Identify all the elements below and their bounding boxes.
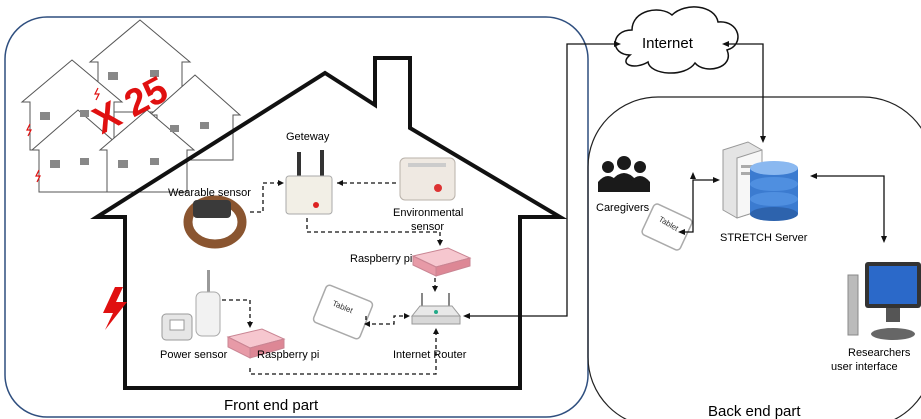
main-house-outline bbox=[90, 56, 568, 390]
power-sensor-label: Power sensor bbox=[160, 349, 228, 361]
environmental-sensor-icon bbox=[399, 157, 456, 201]
router-label: Internet Router bbox=[393, 349, 467, 361]
home-dashed-connectors bbox=[222, 182, 441, 375]
caregiver-tablet-icon bbox=[641, 203, 693, 251]
back-end-title: Back end part bbox=[708, 403, 801, 419]
gateway-icon bbox=[285, 150, 333, 215]
network-solid-connectors bbox=[466, 43, 885, 317]
home-tablet-icon bbox=[312, 284, 374, 340]
router-icon bbox=[410, 293, 462, 325]
raspberry-pi-top-label: Raspberry pi bbox=[350, 253, 412, 265]
caregivers-icon bbox=[598, 156, 650, 192]
researchers-label-1: Researchers bbox=[848, 347, 911, 359]
power-sensor-icon bbox=[161, 270, 221, 341]
researchers-label-2: user interface bbox=[831, 361, 898, 373]
internet-cloud-icon bbox=[614, 6, 739, 74]
raspberry-pi-bottom-icon bbox=[226, 328, 286, 359]
front-end-title: Front end part bbox=[224, 397, 319, 414]
wearable-sensor-icon bbox=[183, 195, 247, 249]
power-lightning-icon bbox=[103, 287, 127, 330]
raspberry-pi-bottom-label: Raspberry pi bbox=[257, 349, 319, 361]
environmental-label-1: Environmental bbox=[393, 207, 463, 219]
house-stack-icon bbox=[20, 19, 242, 193]
gateway-label: Geteway bbox=[286, 131, 330, 143]
raspberry-pi-top-icon bbox=[411, 247, 472, 277]
caregivers-label: Caregivers bbox=[596, 202, 650, 214]
server-label: STRETCH Server bbox=[720, 232, 808, 244]
internet-label: Internet bbox=[642, 35, 694, 52]
researchers-monitor-icon bbox=[847, 262, 921, 340]
environmental-label-2: sensor bbox=[411, 221, 444, 233]
back-end-region bbox=[587, 96, 921, 419]
database-icon bbox=[750, 161, 798, 221]
home-arrowheads bbox=[247, 180, 443, 334]
network-solid-arrowheads bbox=[463, 41, 887, 319]
wearable-label: Wearable sensor bbox=[168, 187, 251, 199]
